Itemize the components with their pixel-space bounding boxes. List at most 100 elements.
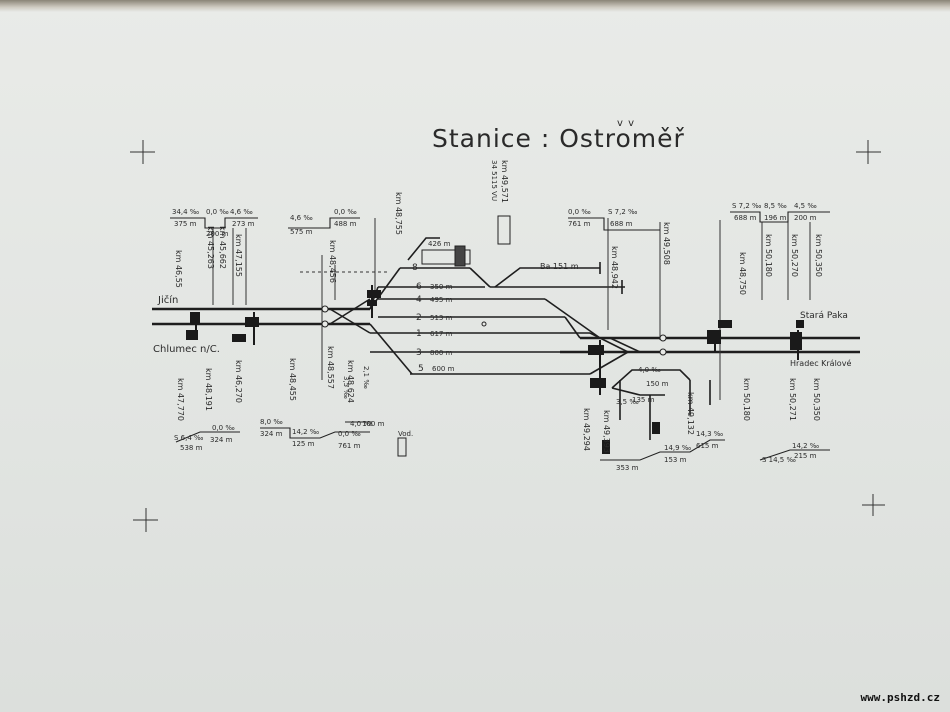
gradient-label: 8,5 ‰ (764, 202, 787, 210)
track-3-length: 800 m (430, 349, 453, 357)
gradient-label: 3,5 ‰ (342, 376, 350, 399)
gradient-label: 0,0 ‰ (568, 208, 591, 216)
km-label: km 45,662 (218, 226, 227, 269)
track-1-length: 617 m (430, 330, 453, 338)
gradient-distance: 488 m (334, 220, 357, 228)
gradient-distance: 273 m (232, 220, 255, 228)
km-label: km 50,180 (764, 234, 773, 277)
track-6-length: 350 m (430, 283, 453, 291)
track-8-length: 426 m (428, 240, 451, 248)
watermark: www.pshzd.cz (860, 691, 940, 704)
km-label: km 50,271 (788, 378, 797, 421)
gradient-distance: 575 m (290, 228, 313, 236)
gradient-distance: 153 m (664, 456, 687, 464)
siding-ba (494, 267, 600, 288)
gradient-distance: 135 m (632, 396, 655, 404)
track-5-length: 600 m (432, 365, 455, 373)
gradient-distance: 150 m (646, 380, 669, 388)
signal-right-6 (796, 320, 804, 328)
km-leader-lines (212, 218, 811, 400)
registration-mark-bottom-right (862, 494, 885, 516)
direction-jicin: Jičín (157, 294, 178, 306)
gradient-label: 4,6 ‰ (290, 214, 313, 222)
track-5-number: 5 (418, 364, 424, 374)
water-tower-label: Vod. (398, 430, 413, 438)
gradient-distance: 125 m (292, 440, 315, 448)
gradient-label: S 7,2 ‰ (732, 202, 762, 210)
track-8-number: 8 (412, 263, 418, 273)
gradient-label: 0,0 ‰ (334, 208, 357, 216)
switch-points (321, 305, 667, 356)
direction-hradec-kralove: Hradec Králové (790, 358, 851, 368)
km-label: km 49,508 (662, 222, 671, 265)
paper-top-edge (0, 0, 950, 12)
gradient-label: 0,0 ‰ (206, 208, 229, 216)
station-title-text: Stanice : Ostroměř (432, 124, 685, 153)
track-8-stub (407, 237, 440, 261)
km-label: km 48,557 (326, 346, 335, 389)
gradient-distance: 200 m (206, 230, 229, 238)
gradient-distance: 353 m (616, 464, 639, 472)
signal-right-5 (790, 332, 802, 350)
km-label: km 47,770 (176, 378, 185, 421)
gradient-label: 14,3 ‰ (696, 430, 724, 438)
gradient-label: S 6,4 ‰ (174, 434, 204, 442)
gradient-label: 3,5 ‰ (616, 398, 639, 406)
track-6-number: 6 (416, 282, 422, 292)
gradient-distance: 615 m (696, 442, 719, 450)
signal-right-1 (588, 345, 604, 355)
km-label: km 49,132 (686, 392, 695, 435)
signal-left-3 (245, 317, 259, 327)
km-label: km 50,180 (742, 378, 751, 421)
signal-left-4 (232, 334, 246, 342)
gradient-label: 14,2 ‰ (292, 428, 320, 436)
gradient-distance: 200 m (794, 214, 817, 222)
km-label: km 48,755 (394, 192, 403, 235)
km-label: km 47,155 (234, 234, 243, 277)
station-title: Stanice : Ostroměř v v (432, 118, 684, 153)
track-1-number: 1 (416, 329, 422, 339)
gradient-label: 14,2 ‰ (792, 442, 820, 450)
gradient-distance: 761 m (568, 220, 591, 228)
signal-right-4 (718, 320, 732, 328)
signal-posts (195, 285, 799, 395)
km-label: km 48,750 (738, 252, 747, 295)
gradient-distance: 688 m (610, 220, 633, 228)
km-label: km 48,455 (288, 358, 297, 401)
registration-marks (130, 140, 885, 532)
station-tracks (329, 237, 711, 440)
gradient-label: 4,0 ‰ (638, 366, 661, 374)
track-4-length: 495 m (430, 296, 453, 304)
gradient-label: 4,0 ‰ (350, 420, 373, 428)
registration-mark-top-right (856, 140, 881, 164)
km-label: km 45,263 (206, 226, 215, 269)
station-structures (397, 215, 511, 457)
km-label: 34 5115 VU (490, 160, 498, 201)
gradient-distance: 196 m (764, 214, 787, 222)
gradient-distance: 688 m (734, 214, 757, 222)
gradient-label: 34,4 ‰ (172, 208, 200, 216)
gradient-distance: 375 m (174, 220, 197, 228)
km-label: km 48,456 (328, 240, 337, 283)
km-label: km 48,624 (346, 360, 355, 403)
gradient-label: 0,0 ‰ (212, 424, 235, 432)
km-marker-box (497, 215, 511, 245)
track-4-number: 4 (416, 295, 422, 305)
km-label: km 46,55 (174, 250, 183, 288)
direction-stara-paka: Stará Paka (800, 311, 848, 321)
direction-chlumec: Chlumec n/C. (153, 344, 220, 355)
signal-small-1 (652, 422, 660, 434)
km-label: km 49,571 (500, 160, 509, 203)
gradient-label: 2,1 ‰ (362, 366, 370, 389)
gradient-label: S 7,2 ‰ (608, 208, 638, 216)
km-label: km 50,270 (790, 234, 799, 277)
siding-ba-label: Ba 151 m (540, 262, 579, 271)
gradient-label: 0,0 ‰ (338, 430, 361, 438)
track-2-number: 2 (416, 313, 422, 323)
gradient-markers-bottom (175, 421, 830, 461)
water-tower (397, 437, 407, 457)
gradient-label: 4,6 ‰ (230, 208, 253, 216)
signal-right-2 (590, 378, 606, 388)
signal-small-2 (602, 440, 610, 454)
